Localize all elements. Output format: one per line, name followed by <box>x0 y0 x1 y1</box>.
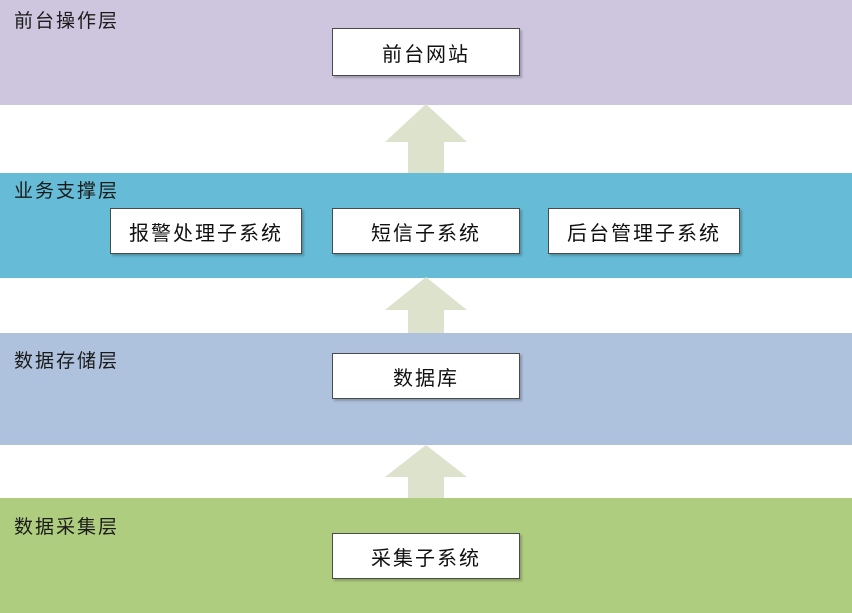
layer-title-storage: 数据存储层 <box>14 350 120 372</box>
layer-title-collection: 数据采集层 <box>14 516 120 538</box>
node-database[interactable]: 数据库 <box>332 353 520 399</box>
node-collection-subsystem[interactable]: 采集子系统 <box>332 533 520 579</box>
node-front-website[interactable]: 前台网站 <box>332 28 520 76</box>
node-alarm-subsystem[interactable]: 报警处理子系统 <box>110 208 302 254</box>
arrow-business-to-presentation <box>385 104 467 174</box>
node-sms-subsystem[interactable]: 短信子系统 <box>332 208 520 254</box>
node-admin-subsystem[interactable]: 后台管理子系统 <box>548 208 740 254</box>
layer-title-business: 业务支撑层 <box>14 180 120 202</box>
layer-title-presentation: 前台操作层 <box>14 10 120 32</box>
arrow-storage-to-business <box>385 277 467 334</box>
arrow-collection-to-storage <box>385 445 467 499</box>
